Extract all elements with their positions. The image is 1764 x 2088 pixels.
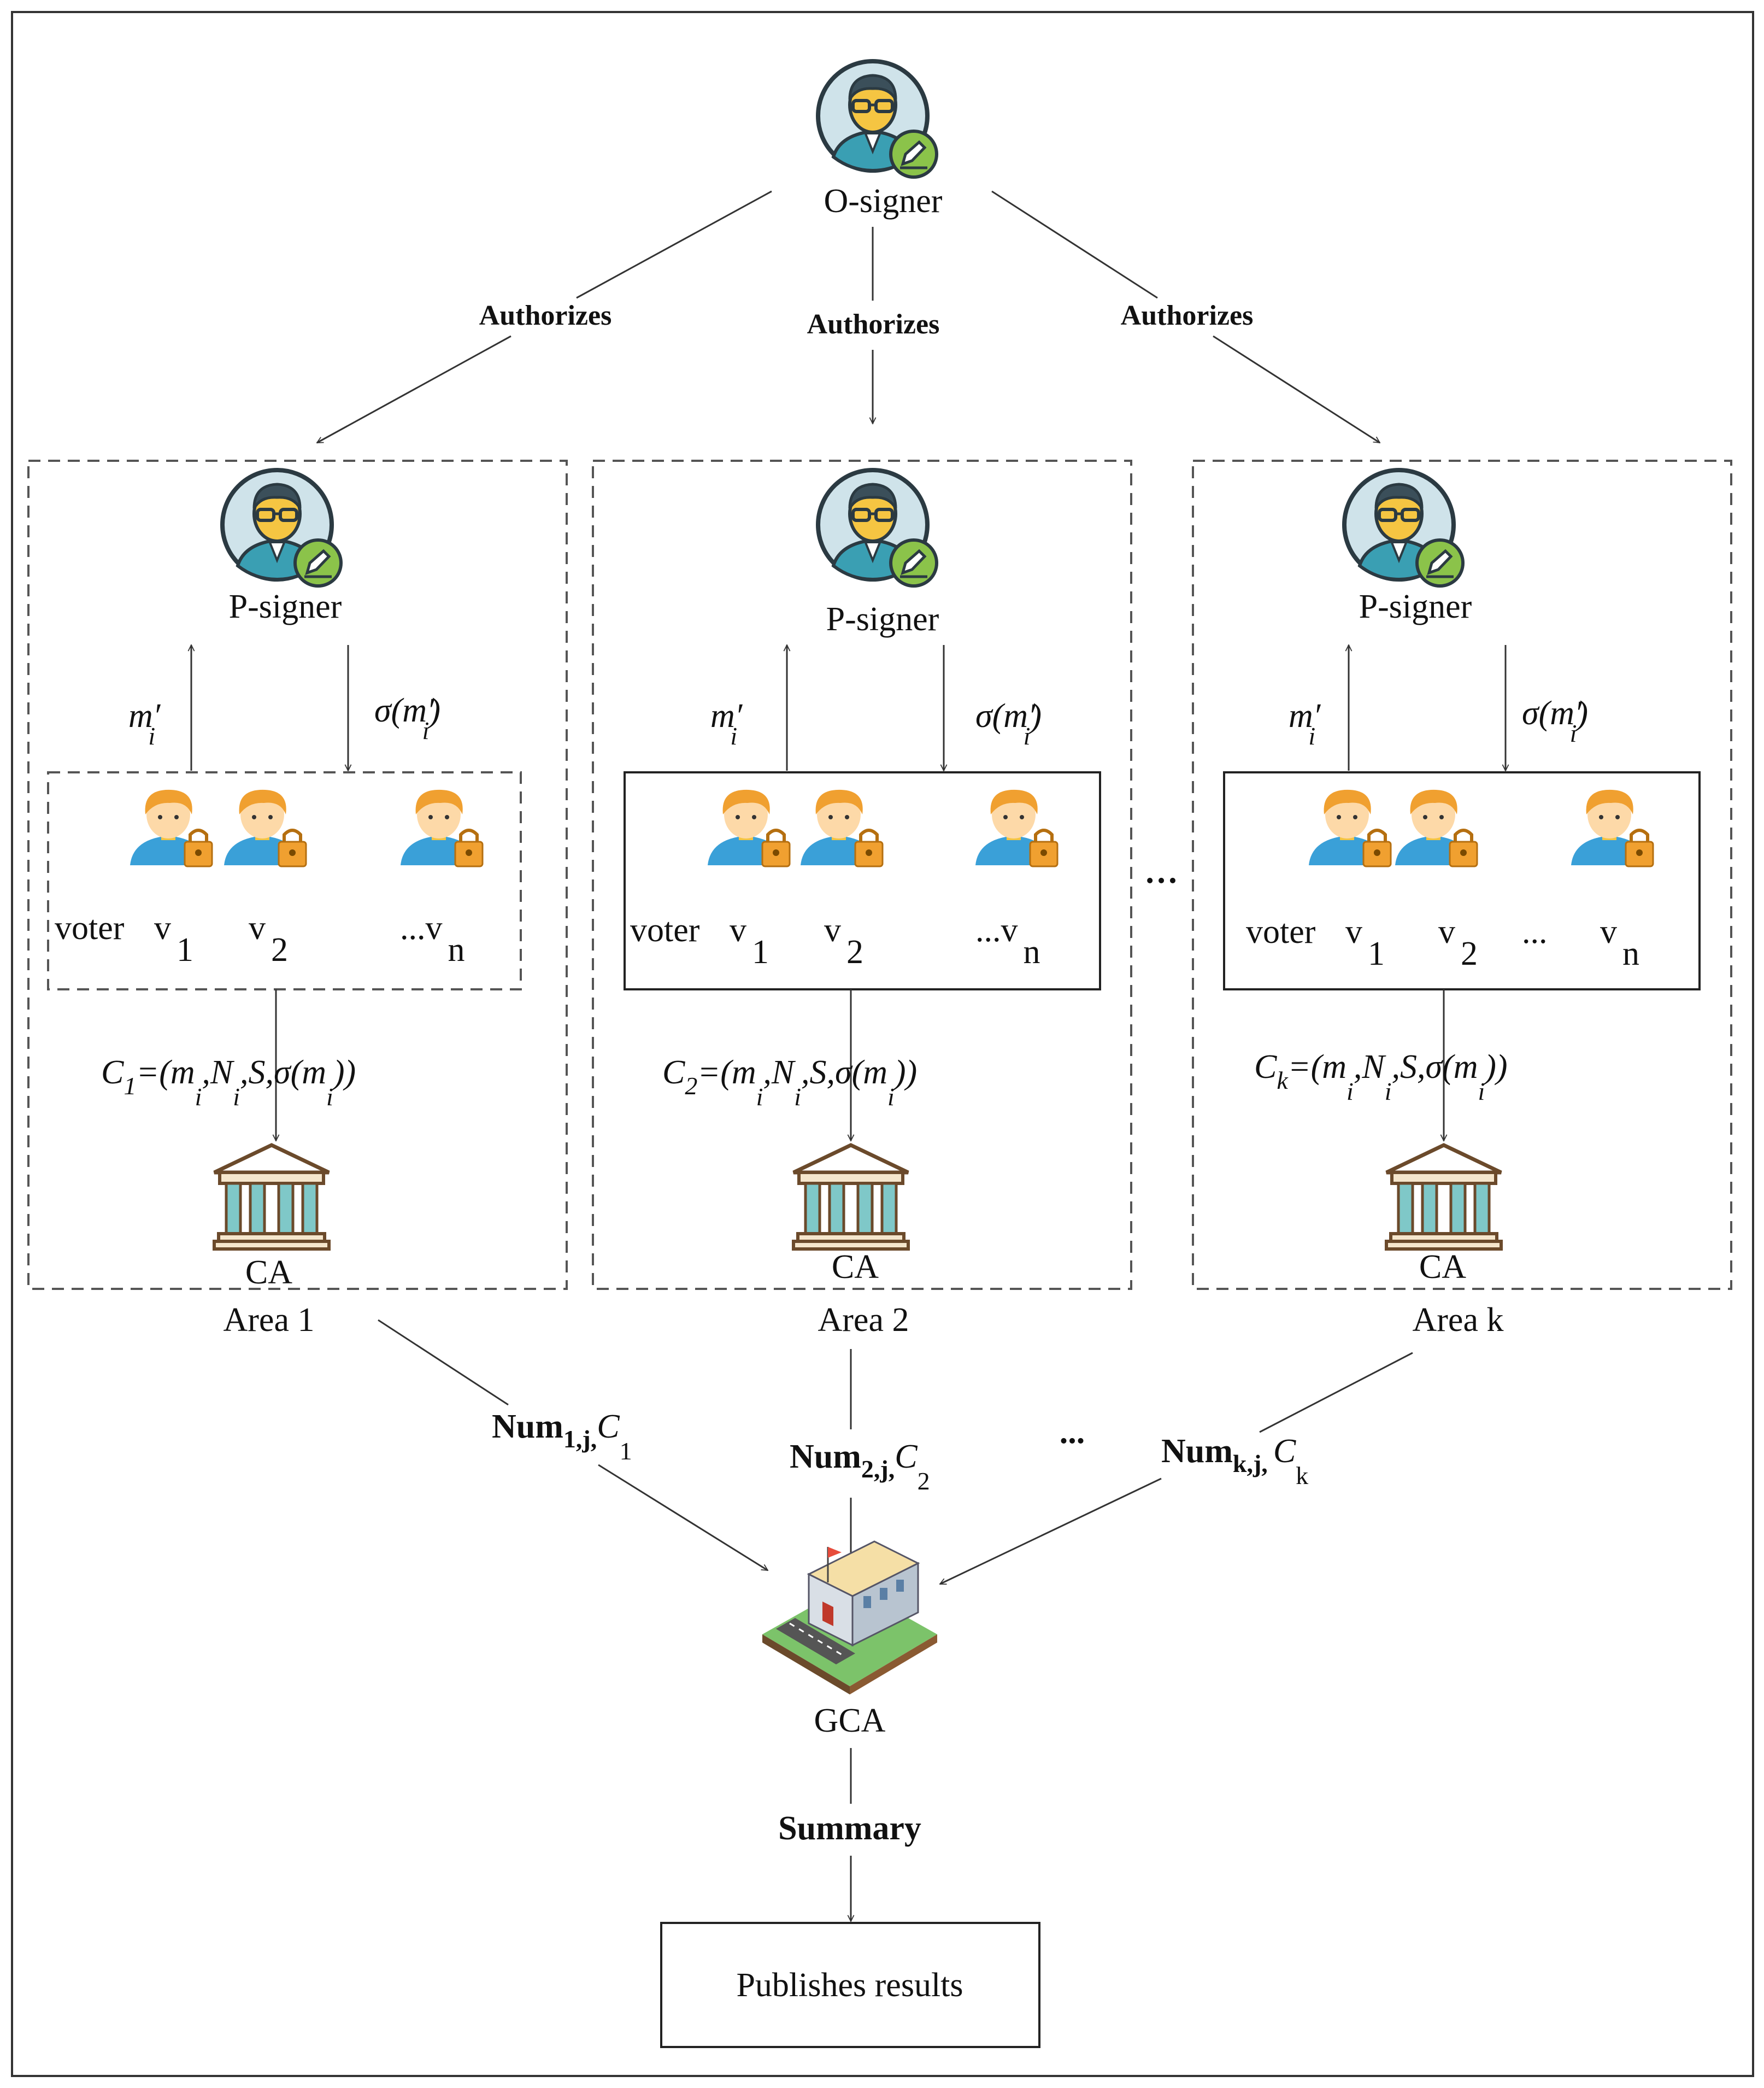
area-1: P-signer m′i σ(m′i) voter v1 v2 ...vn C1… [27, 460, 568, 1339]
num-label-1: Num1,j,C1 [492, 1408, 632, 1465]
outer-frame [11, 11, 1754, 2077]
area-1-voter-box [47, 771, 522, 990]
area-k-voter-n: vn [1600, 913, 1639, 972]
voter-1-2-icon [224, 790, 306, 866]
authorize-edge-1-lower [317, 335, 511, 444]
authorize-edge-1-upper [576, 190, 772, 299]
area-2-m-prime: m′i [710, 697, 743, 750]
o-signer-icon [818, 61, 937, 177]
area-1-sigma: σ(m′i) [374, 692, 440, 744]
p-signer-1-label: P-signer [229, 588, 342, 625]
area-k-sigma: σ(m′i) [1522, 695, 1588, 747]
authorize-edge-3-lower [1213, 335, 1380, 444]
area-k-voter-box [1223, 771, 1701, 990]
p-signer-1-icon [222, 470, 341, 586]
area-1-voter-label: voter [55, 910, 125, 947]
area-2-ciphertext: C2=(mi,Ni,S,σ(mi)) [662, 1054, 917, 1111]
area-1-m-prime: m′i [128, 697, 161, 750]
area-1-label: Area 1 [224, 1301, 315, 1339]
area-2-voter-1: v1 [730, 912, 769, 971]
edge-areak-lower [940, 1477, 1162, 1585]
voter-1-1-icon [130, 790, 212, 866]
area-k: P-signer m′i σ(m′i) voter v1 v2 ... vn C… [1192, 460, 1732, 1339]
authorize-edge-3-upper [991, 190, 1158, 299]
o-signer-label: O-signer [824, 183, 943, 220]
edge-areak-upper [1259, 1352, 1413, 1433]
area-k-voter-ellipsis: ... [1522, 913, 1548, 951]
edge-area1-upper [378, 1319, 509, 1406]
area-k-label: Area k [1413, 1301, 1504, 1339]
voter-k-1-icon [1309, 790, 1391, 866]
p-signer-k-label: P-signer [1359, 588, 1472, 625]
area-k-voter-label: voter [1246, 913, 1316, 951]
area-2-voter-2: v2 [824, 912, 863, 971]
p-signer-2-label: P-signer [826, 601, 939, 638]
area-1-voter-n: ...vn [400, 910, 465, 969]
area-1-voter-2: v2 [249, 910, 288, 969]
num-label-2: Num2,j,C2 [790, 1438, 930, 1495]
area-2: P-signer m′i σ(m′i) voter v1 v2 ...vn C2… [592, 460, 1132, 1339]
gca-ellipsis: ... [1060, 1413, 1085, 1451]
area-1-ciphertext: C1=(mi,Ni,S,σ(mi)) [101, 1054, 356, 1111]
area-2-frame [592, 460, 1132, 1290]
p-signer-k-icon [1344, 470, 1463, 586]
gca-building-icon [762, 1540, 937, 1694]
area-k-voter-1: v1 [1345, 913, 1385, 972]
area-1-frame [27, 460, 568, 1290]
area-k-voter-2: v2 [1438, 913, 1478, 972]
area-1-voter-1: v1 [154, 910, 193, 969]
area-k-frame [1192, 460, 1732, 1290]
gca-node: GCA [762, 1540, 937, 1739]
authorize-label-3: Authorizes [1121, 300, 1254, 331]
area-2-voter-n: ...vn [975, 912, 1040, 971]
summary-label: Summary [778, 1810, 921, 1847]
area-ellipsis: … [1144, 853, 1178, 890]
ca-k-label: CA [1419, 1248, 1466, 1286]
voter-2-n-icon [975, 790, 1057, 866]
area-k-m-prime: m′i [1289, 697, 1321, 750]
area-k-ciphertext: Ck=(mi,Ni,S,σ(mi)) [1254, 1048, 1508, 1105]
voter-2-1-icon [708, 790, 790, 866]
area-2-sigma: σ(m′i) [975, 697, 1042, 750]
num-label-k: Numk,j,Ck [1161, 1433, 1308, 1489]
results-label: Publishes results [736, 1967, 963, 2004]
voter-2-2-icon [801, 790, 883, 866]
ca-2-icon [793, 1145, 908, 1249]
authorize-label-2: Authorizes [807, 309, 940, 340]
edge-area1-lower [598, 1464, 768, 1571]
ca-2-label: CA [832, 1248, 879, 1286]
area-2-voter-box [624, 771, 1101, 990]
voter-k-n-icon [1571, 790, 1653, 866]
results-frame [660, 1922, 1040, 2048]
voter-1-n-icon [401, 790, 483, 866]
authorize-label-1: Authorizes [479, 300, 612, 331]
results-box: Publishes results [660, 1922, 1040, 2048]
o-signer-node: O-signer [818, 61, 943, 220]
voter-k-2-icon [1395, 790, 1477, 866]
gca-label: GCA [814, 1702, 886, 1739]
ca-1-label: CA [245, 1254, 292, 1291]
area-2-label: Area 2 [818, 1301, 909, 1339]
gca-edges: Num1,j,C1 Num2,j,C2 ... Numk,j,Ck [378, 1319, 1413, 1585]
p-signer-2-icon [818, 470, 937, 586]
ca-1-icon [214, 1145, 329, 1249]
ca-k-icon [1386, 1145, 1501, 1249]
authorize-edges: Authorizes Authorizes Authorizes [317, 190, 1380, 444]
area-2-voter-label: voter [630, 912, 700, 949]
